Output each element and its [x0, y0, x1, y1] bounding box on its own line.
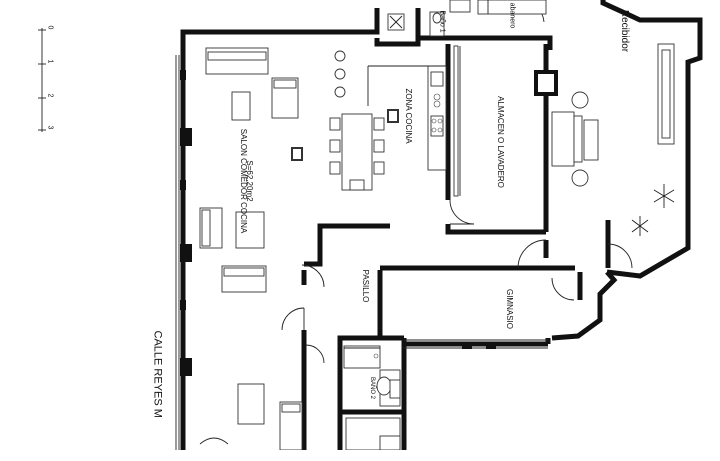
- room-label-foyer: Recibidor: [619, 9, 630, 53]
- room-label-bath-1-partial: abanero: [508, 2, 516, 29]
- room-label-living-area: S=62,20m2: [245, 160, 254, 202]
- scale-tick-3: 3: [46, 125, 54, 130]
- room-label-storage: ALMACEN O LAVADERO: [496, 96, 505, 188]
- floor-plan: [38, 0, 703, 450]
- scale-tick-1: 1: [46, 59, 54, 64]
- facade-windows: [175, 55, 192, 450]
- dining-table: [329, 113, 385, 191]
- gym-window: [404, 339, 548, 349]
- room-label-kitchen: ZONA COCINA: [404, 88, 413, 144]
- street-label: CALLE REYES M: [151, 330, 164, 418]
- scale-tick-0: 0: [46, 25, 54, 30]
- room-label-bath-2: BAÑO 2: [369, 376, 375, 399]
- plant-icon: [631, 184, 675, 236]
- scale-tick-2: 2: [46, 93, 54, 98]
- room-label-gym: GIMNASIO: [505, 288, 514, 329]
- lower-rooms: [345, 417, 401, 450]
- bath-2-fixtures: [343, 345, 401, 407]
- living-furniture: [199, 47, 303, 450]
- interior-walls: [301, 44, 611, 450]
- columns: [291, 13, 558, 161]
- bar-stools: [334, 50, 346, 98]
- room-label-hall: PASILLO: [361, 269, 370, 303]
- foyer-furniture: [551, 43, 675, 236]
- room-label-bath-1: Baño 1: [438, 10, 446, 33]
- bath-1-fixtures: [429, 0, 547, 37]
- scale-bar: [38, 28, 46, 132]
- kitchen-counter: [367, 65, 447, 171]
- storage-fixtures: [453, 45, 461, 197]
- door-swings: [281, 0, 633, 364]
